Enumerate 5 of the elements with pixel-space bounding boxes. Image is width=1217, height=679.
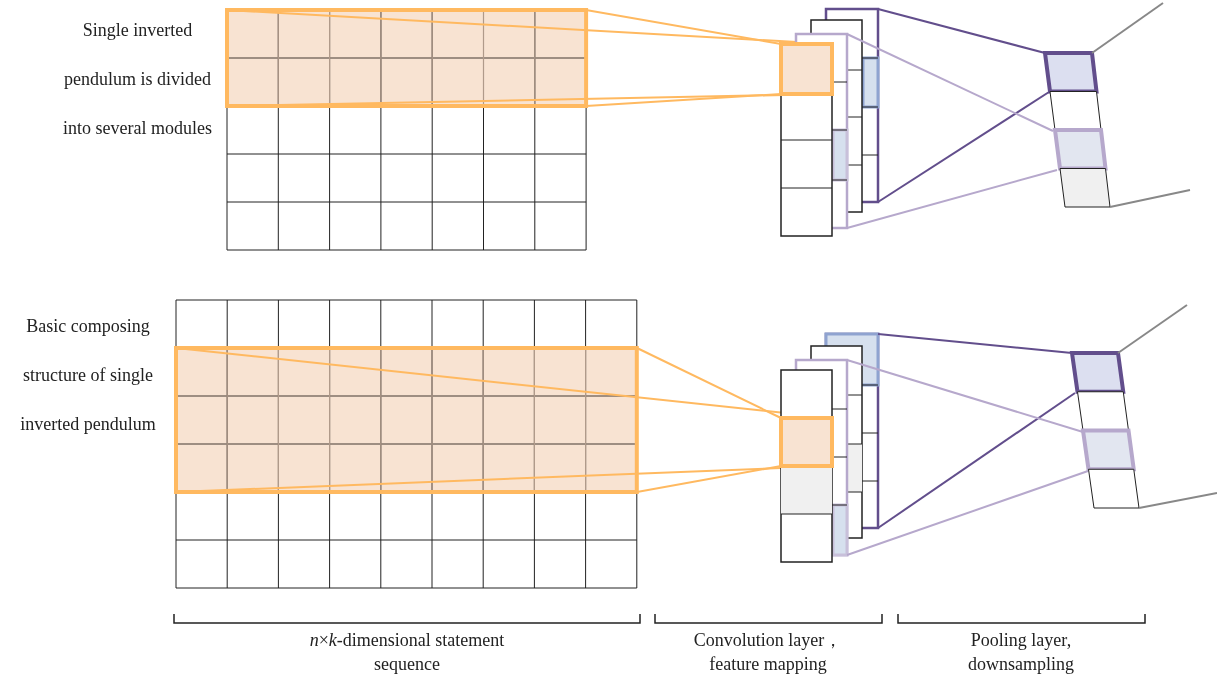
row-caption: Single inverted pendulum is divided into several modules bbox=[62, 19, 213, 140]
row-caption: Basic composing structure of single inverted pendulum bbox=[19, 315, 157, 436]
section-caption: n×k-dimensional statement sequence bbox=[308, 629, 506, 676]
section-caption: Convolution layer，feature mapping bbox=[692, 629, 844, 676]
section-caption: Pooling layer, downsampling bbox=[967, 629, 1075, 676]
